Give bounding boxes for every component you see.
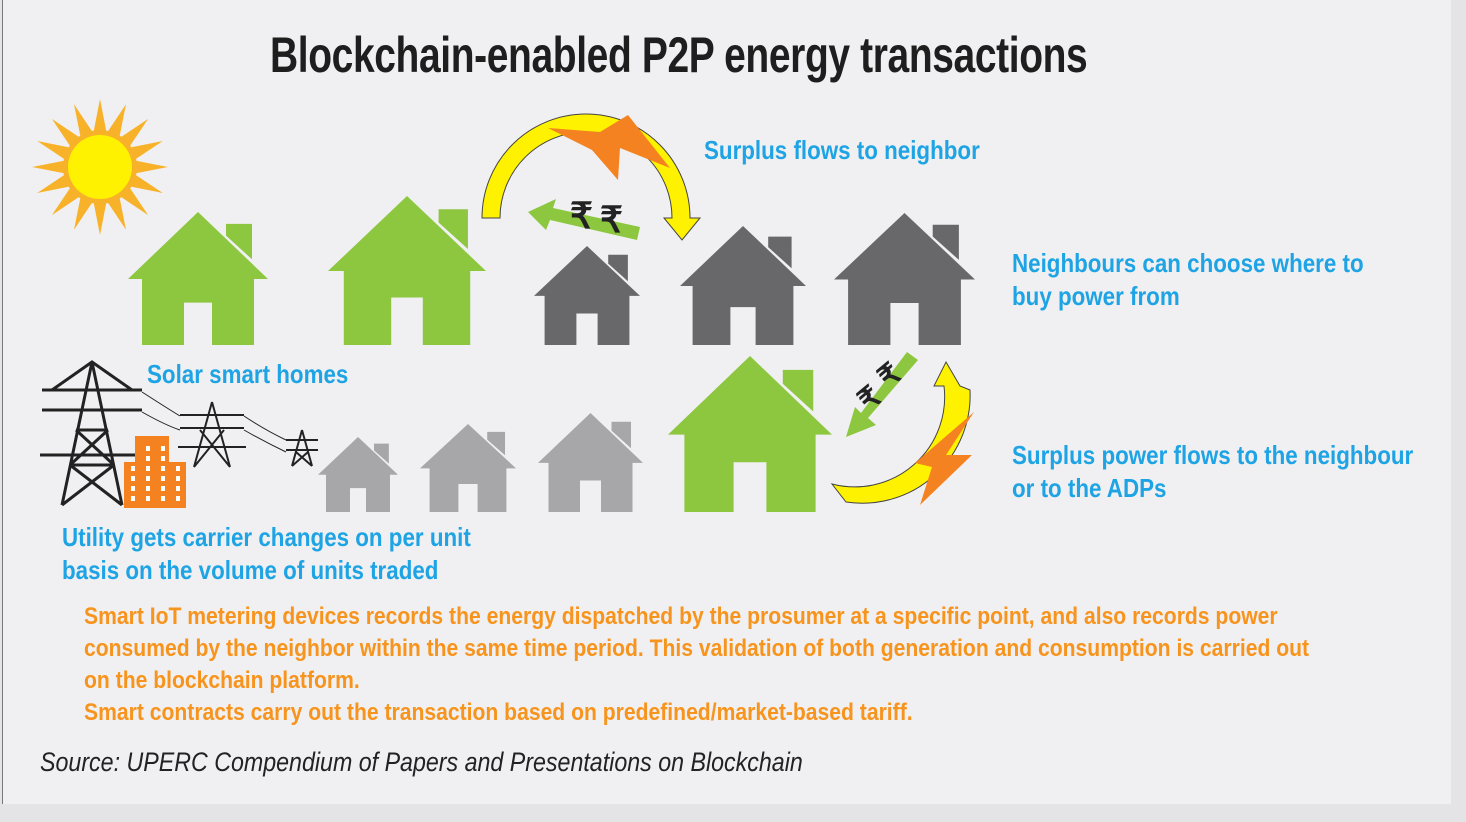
- sun-ray: [135, 160, 168, 174]
- rupee-icon: ₹: [570, 195, 593, 236]
- neighbours-choose-label: Neighbours can choose where to buy power…: [1012, 247, 1364, 313]
- window: [146, 496, 150, 501]
- solar-home-icon: [128, 212, 268, 345]
- sun-ray: [93, 99, 107, 132]
- neighbor-home-icon: [534, 246, 640, 345]
- sun-ray: [37, 141, 70, 160]
- label-line: Surplus power flows to the neighbour: [1012, 440, 1414, 470]
- sun-ray: [32, 160, 65, 174]
- solar-homes-label: Solar smart homes: [147, 359, 349, 389]
- sun-ray: [130, 174, 163, 193]
- sun-ray: [51, 187, 80, 216]
- label-line: Neighbours can choose where to: [1012, 248, 1364, 278]
- window: [131, 486, 135, 491]
- neighbor-home-icon: [834, 213, 975, 345]
- window: [131, 476, 135, 481]
- window: [161, 446, 165, 451]
- sun-ray: [51, 118, 80, 147]
- description-line: on the blockchain platform.: [84, 667, 360, 694]
- window: [161, 466, 165, 471]
- sun-ray: [130, 141, 163, 160]
- description: Smart IoT metering devices records the e…: [84, 601, 1309, 729]
- utility-building-icon: [124, 436, 186, 508]
- window: [176, 486, 180, 491]
- window: [161, 496, 165, 501]
- sun-ray: [37, 174, 70, 193]
- sun-ray: [74, 197, 93, 230]
- home-icon: [318, 437, 398, 512]
- sun-ray: [93, 202, 107, 235]
- window: [131, 466, 135, 471]
- description-line: consumed by the neighbor within the same…: [84, 635, 1310, 662]
- transmission-tower-icon: [40, 360, 145, 507]
- solar-home-icon: [328, 196, 486, 345]
- label-line: Utility gets carrier changes on per unit: [62, 522, 471, 552]
- window: [176, 476, 180, 481]
- home-icon: [538, 413, 643, 512]
- surplus-power-label: Surplus power flows to the neighbour or …: [1012, 439, 1413, 505]
- window: [146, 466, 150, 471]
- label-line: basis on the volume of units traded: [62, 555, 439, 585]
- payment-arrow-icon: ₹ ₹: [846, 352, 918, 437]
- lightning-icon: [548, 115, 670, 180]
- sun-ray: [120, 118, 149, 147]
- lightning-icon: [915, 412, 974, 505]
- window: [176, 496, 180, 501]
- rupee-icon: ₹: [600, 199, 623, 240]
- utility-label: Utility gets carrier changes on per unit…: [62, 521, 471, 587]
- window: [161, 456, 165, 461]
- sun-ray: [74, 104, 93, 137]
- window: [131, 496, 135, 501]
- description-line: Smart contracts carry out the transactio…: [84, 699, 913, 726]
- neighbor-home-icon: [680, 226, 806, 345]
- label-line: buy power from: [1012, 281, 1180, 311]
- window: [146, 486, 150, 491]
- transmission-tower-icon: [141, 391, 318, 468]
- source-note: Source: UPERC Compendium of Papers and P…: [40, 747, 803, 777]
- description-line: Smart IoT metering devices records the e…: [84, 603, 1278, 630]
- surplus-flows-label: Surplus flows to neighbor: [704, 135, 980, 165]
- window: [146, 456, 150, 461]
- surplus-arrow-icon: [830, 360, 974, 505]
- prosumer-home-icon: [668, 356, 832, 512]
- surplus-arrow-icon: [481, 113, 702, 241]
- window: [176, 466, 180, 471]
- label-line: or to the ADPs: [1012, 473, 1167, 503]
- page-title: Blockchain-enabled P2P energy transactio…: [270, 27, 1088, 83]
- window: [146, 476, 150, 481]
- sun-icon: [32, 99, 168, 235]
- home-icon: [420, 424, 516, 512]
- window: [146, 446, 150, 451]
- sun-ray: [107, 104, 126, 137]
- sun-ray: [107, 197, 126, 230]
- payment-arrow-icon: ₹ ₹: [528, 195, 640, 240]
- window: [161, 486, 165, 491]
- window: [161, 476, 165, 481]
- sun-ray: [120, 187, 149, 216]
